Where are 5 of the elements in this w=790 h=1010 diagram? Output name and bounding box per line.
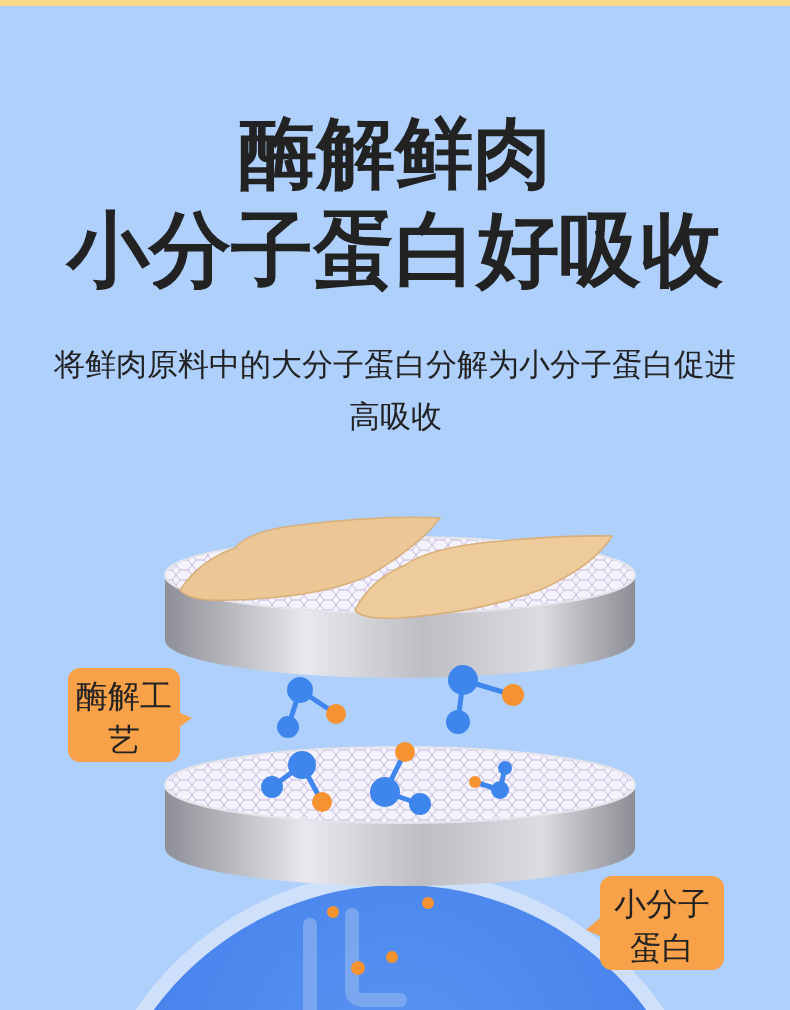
callout-bubble: 小分子蛋白 <box>600 876 724 970</box>
title: 酶解鲜肉 <box>238 108 552 198</box>
callout-bubble: 酶解工艺 <box>68 668 180 762</box>
description: 将鲜肉原料中的大分子蛋白分解为小分子蛋白促进高吸收 <box>53 345 737 436</box>
subtitle: 小分子蛋白好吸收 <box>64 202 724 298</box>
